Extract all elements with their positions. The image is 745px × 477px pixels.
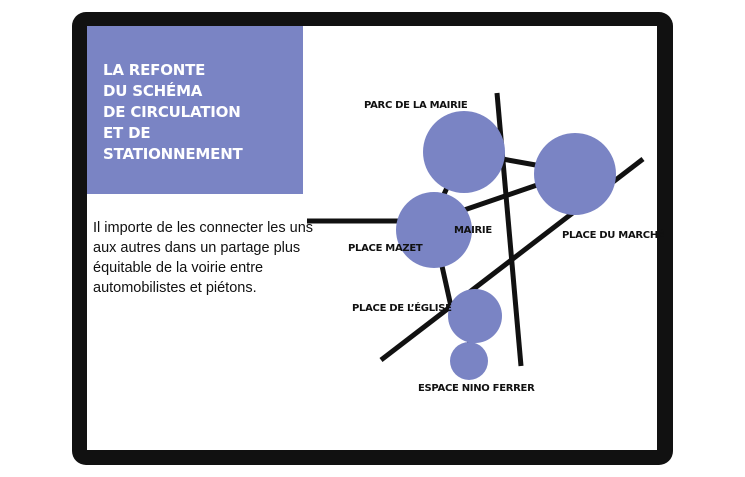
node-place-du-marche (534, 133, 616, 215)
place-labels: PARC DE LA MAIRIE PLACE MAZET MAIRIE PLA… (348, 100, 665, 394)
page-title: LA REFONTE DU SCHÉMA DE CIRCULATION ET D… (103, 61, 243, 163)
node-place-de-l-eglise (448, 289, 502, 343)
node-parc-de-la-mairie (423, 111, 505, 193)
places (396, 111, 616, 380)
label-place-du-marche: PLACE DU MARCHÉ (562, 228, 665, 241)
label-espace-nino-ferrer: ESPACE NINO FERRER (418, 383, 535, 394)
label-place-mazet: PLACE MAZET (348, 243, 423, 254)
title-box: LA REFONTE DU SCHÉMA DE CIRCULATION ET D… (87, 26, 303, 194)
node-espace-nino-ferrer (450, 342, 488, 380)
node-place-mazet (396, 192, 472, 268)
label-mairie: MAIRIE (454, 225, 492, 236)
label-parc-de-la-mairie: PARC DE LA MAIRIE (364, 100, 468, 111)
label-place-de-l-eglise: PLACE DE L’ÉGLISE (352, 301, 452, 314)
description-text: Il importe de les connecter les uns aux … (93, 220, 314, 296)
